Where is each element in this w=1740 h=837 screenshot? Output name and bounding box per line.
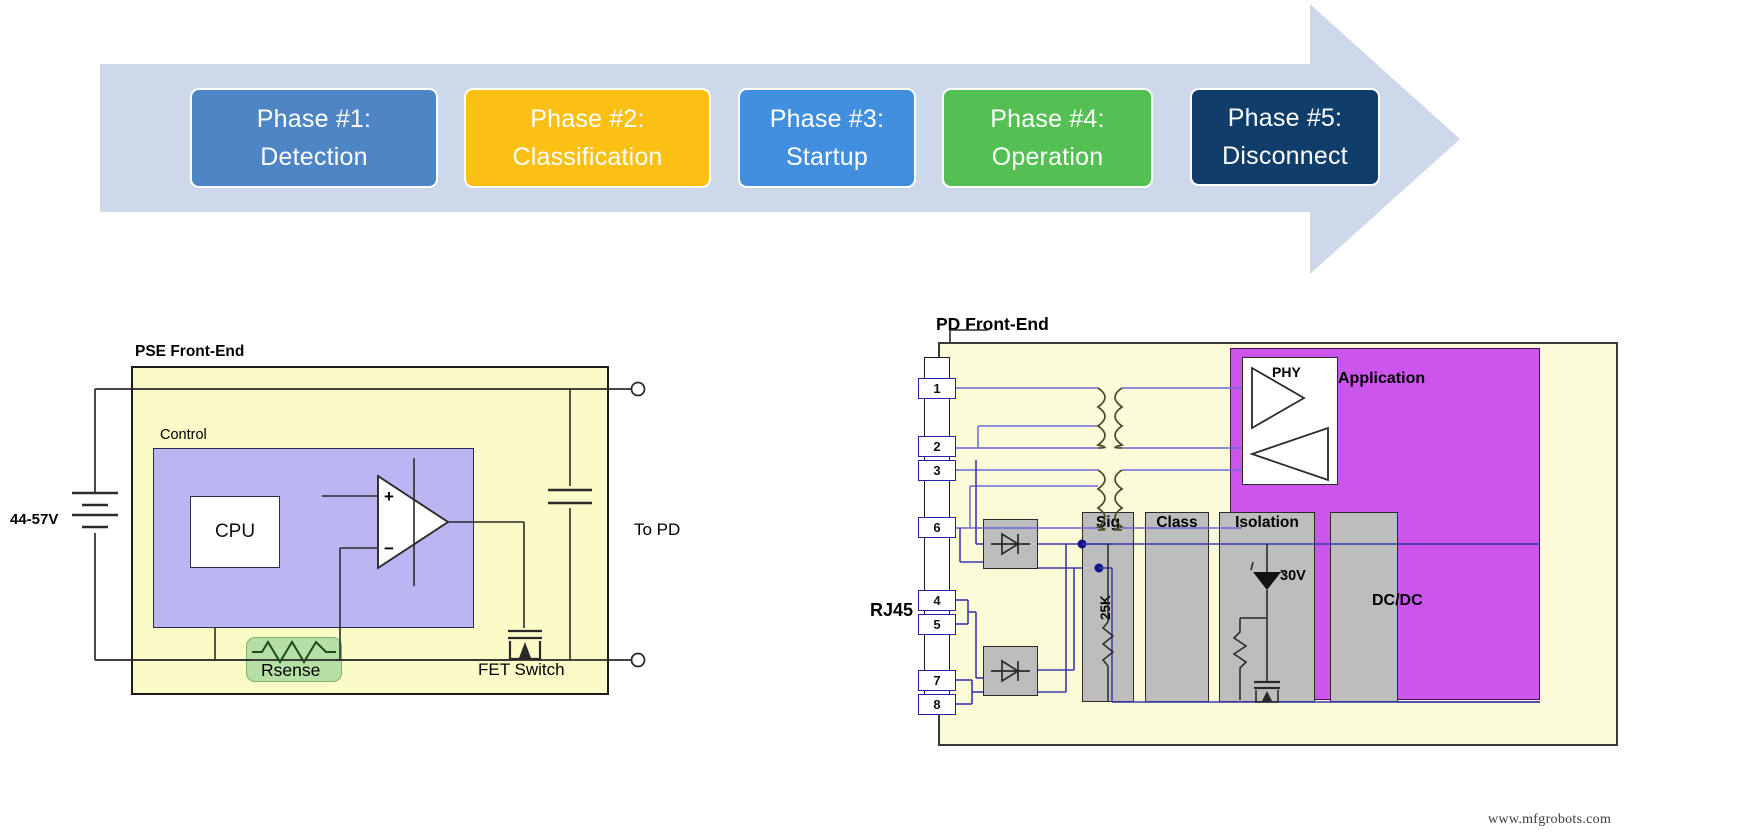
- phase-box-detection[interactable]: Phase #1: Detection: [190, 88, 438, 188]
- rj45-pin-7-label: 7: [933, 673, 941, 688]
- fet-switch-symbol: [508, 629, 542, 661]
- pd-front-end-diagram: 1 2 3 6 4 5 7 8 Sig Class Isolation PD F…: [860, 300, 1740, 837]
- rj45-pin-1: 1: [918, 378, 956, 399]
- to-pd-label: To PD: [634, 520, 681, 539]
- phase-box-operation[interactable]: Phase #4: Operation: [942, 88, 1153, 188]
- rj45-pin-4-label: 4: [933, 593, 941, 608]
- phase-2-line1: Phase #2:: [530, 105, 645, 133]
- rectifier-diode-icon-top: [991, 532, 1030, 556]
- rsense-resistor-symbol: [252, 640, 336, 664]
- comparator-symbol: [377, 474, 450, 570]
- phase-box-classification[interactable]: Phase #2: Classification: [464, 88, 711, 188]
- rj45-pin-6-label: 6: [933, 520, 941, 535]
- isolation-block-label: Isolation: [1235, 514, 1299, 531]
- phase-4-line2: Operation: [991, 143, 1104, 171]
- rj45-pin-5: 5: [918, 614, 956, 635]
- watermark: www.mfgrobots.com: [1488, 812, 1612, 827]
- phy-rx-amplifier-icon: [1249, 426, 1329, 482]
- rsense-label: Rsense: [261, 660, 321, 680]
- rj45-pin-4: 4: [918, 590, 956, 611]
- dcdc-label: DC/DC: [1372, 592, 1423, 609]
- rj45-pin-6: 6: [918, 517, 956, 538]
- transformer-secondary-lower: [1114, 469, 1125, 531]
- transformer-primary-upper: [1095, 387, 1106, 449]
- rj45-pin-2: 2: [918, 436, 956, 457]
- pse-schematic-wires: [72, 381, 646, 668]
- phase-box-disconnect[interactable]: Phase #5: Disconnect: [1190, 88, 1380, 186]
- pd-title: PD Front-End: [936, 314, 1049, 334]
- rj45-pin-1-label: 1: [933, 381, 941, 396]
- phase-3-line1: Phase #3:: [769, 105, 885, 133]
- sig-block-label: Sig: [1095, 514, 1121, 531]
- pse-front-end-diagram: CPU: [0, 300, 760, 837]
- transformer-primary-lower: [1095, 469, 1106, 531]
- pse-output-terminal-bottom: [630, 652, 646, 668]
- rj45-pin-5-label: 5: [933, 617, 941, 632]
- pse-title: PSE Front-End: [135, 343, 245, 360]
- phase-5-line2: Disconnect: [1222, 142, 1348, 170]
- cpu-block: CPU: [190, 496, 280, 568]
- supply-voltage-label: 44-57V: [10, 511, 59, 528]
- pd-schematic-wires: [949, 329, 1540, 705]
- rj45-pin-7: 7: [918, 670, 956, 691]
- rj45-pin-3: 3: [918, 460, 956, 481]
- zener-voltage-label: 30V: [1280, 568, 1306, 584]
- rj45-pin-2-label: 2: [933, 439, 941, 454]
- phase-5-line1: Phase #5:: [1227, 104, 1343, 132]
- opamp-minus-label: −: [384, 539, 394, 558]
- rj45-pin-8-label: 8: [933, 697, 941, 712]
- phase-4-line1: Phase #4:: [990, 105, 1105, 133]
- rj45-pin-3-label: 3: [933, 463, 941, 478]
- phase-1-line1: Phase #1:: [256, 105, 372, 133]
- control-label: Control: [160, 427, 207, 443]
- application-label: Application: [1338, 370, 1426, 387]
- phy-tx-amplifier-icon: [1251, 366, 1306, 430]
- fet-switch-label: FET Switch: [478, 660, 565, 679]
- opamp-plus-label: +: [384, 487, 394, 506]
- poe-phase-banner: Phase #1: Detection Phase #2: Classifica…: [0, 0, 1740, 290]
- class-block-label: Class: [1156, 514, 1198, 531]
- transformer-secondary-upper: [1114, 387, 1125, 449]
- rj45-label: RJ45: [870, 600, 914, 620]
- signature-resistor-symbol: [1101, 544, 1115, 702]
- phase-2-line2: Classification: [512, 143, 663, 171]
- rj45-pin-8: 8: [918, 694, 956, 715]
- rectifier-diode-icon-bottom: [991, 659, 1030, 683]
- pse-output-terminal-top: [630, 381, 646, 397]
- phase-1-line2: Detection: [260, 143, 368, 171]
- phase-3-line2: Startup: [785, 143, 868, 171]
- phy-label: PHY: [1272, 364, 1301, 380]
- phase-box-startup[interactable]: Phase #3: Startup: [738, 88, 916, 188]
